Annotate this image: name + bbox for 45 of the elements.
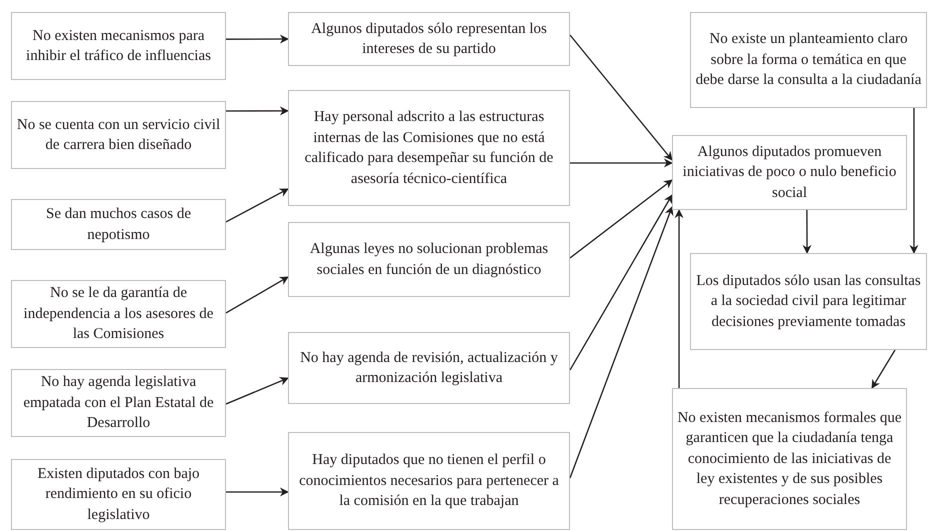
box-text: Algunas leyes no solucionan problemas sociales en función de un diagnóstico: [308, 240, 550, 280]
cause-box: [288, 332, 570, 404]
cause-box: [11, 101, 226, 169]
box-text: Se dan muchos casos de nepotismo: [45, 205, 192, 244]
cause-box: [672, 388, 907, 530]
arrow: [802, 210, 812, 254]
box-text: Los diputados sólo usan las consultas a la sociedad civil para legitimar decisiones previamente tomadas: [695, 272, 922, 332]
arrow: [226, 188, 289, 223]
cause-box: [288, 432, 570, 530]
box-text: Hay personal adscrito a las estructuras internas de las Comisiones que no está calificado para desempeñar su función de asesoría técnico-científica: [304, 108, 554, 188]
arrow: [570, 158, 673, 168]
cause-box: [672, 135, 907, 210]
box-text: No se le da garantía de independencia a los asesores de las Comisiones: [22, 284, 214, 344]
box-text: No existe un planteamiento claro sobre la forma o temática en que debe darse la consulta a la ciudadanía: [695, 30, 922, 90]
cause-box: [11, 12, 226, 80]
box-text: Algunos diputados sólo representan los intereses de su partido: [310, 20, 548, 59]
box-text: No existen mecanismos para inhibir el tráfico de influencias: [25, 26, 212, 66]
box-text: No hay agenda de revisión, actualización y armonización legislativa: [299, 348, 559, 388]
cause-box: [690, 12, 927, 108]
arrow: [674, 209, 684, 388]
arrow: [570, 179, 673, 259]
cause-box: [11, 199, 226, 250]
cause-box: [690, 253, 927, 350]
arrow: [226, 487, 289, 496]
cause-box: [11, 280, 226, 348]
box-text: No se cuenta con un servicio civil de carrera bien diseñado: [16, 116, 221, 155]
arrow: [226, 34, 289, 44]
cause-box: [11, 459, 226, 530]
cause-box: [288, 12, 570, 66]
box-text: Existen diputados con bajo rendimiento en su oficio legislativo: [36, 464, 201, 525]
arrow: [226, 106, 289, 116]
arrow: [871, 350, 896, 389]
cause-box: [11, 369, 226, 437]
arrow: [569, 194, 673, 370]
arrow: [226, 377, 289, 405]
cause-box: [288, 222, 570, 297]
arrow: [226, 276, 289, 314]
arrow: [570, 34, 673, 161]
box-text: Hay diputados que no tienen el perfil o conocimientos necesarios para pertenecer a la comisión en la que trabajan: [298, 451, 560, 512]
box-text: Algunos diputados promueven iniciativas de poco o nulo beneficio social: [682, 142, 898, 203]
box-text: No hay agenda legislativa empatada con el Plan Estatal de Desarrollo: [22, 373, 215, 434]
box-text: No existen mecanismos formales que garanticen que la ciudadanía tenga conocimiento de las iniciativas de ley existentes y de sus posibles recuperaciones sociales: [677, 408, 902, 510]
cause-box: [288, 90, 570, 206]
arrow: [909, 108, 918, 254]
arrow: [569, 206, 674, 478]
